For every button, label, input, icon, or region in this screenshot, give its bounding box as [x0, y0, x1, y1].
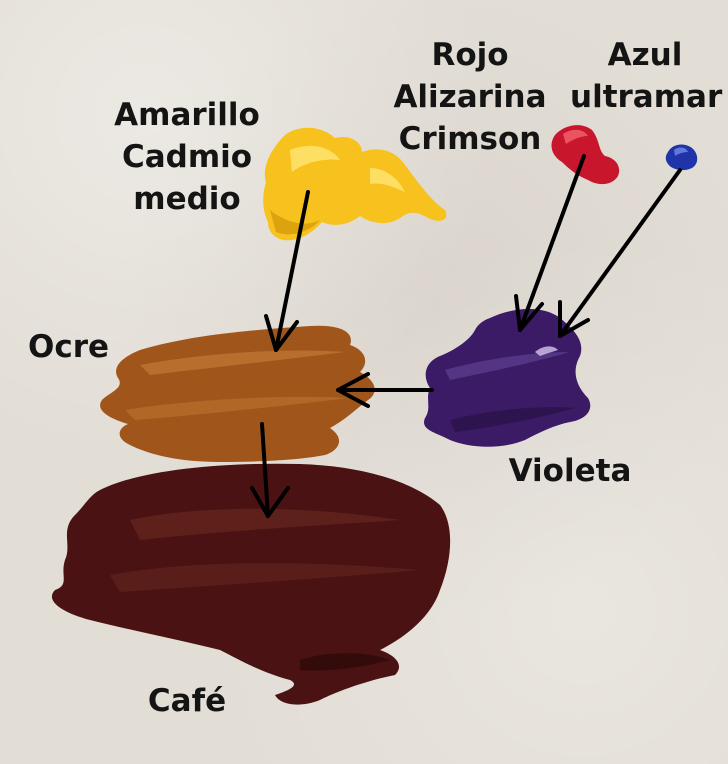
label-cafe-line1: Café [147, 683, 227, 719]
label-ocre: Ocre [28, 326, 118, 368]
arrow-ocre-to-cafe [250, 422, 290, 518]
label-azul-line2: ultramar [570, 79, 723, 115]
arrows [250, 154, 682, 518]
arrow-amarillo-to-ocre [264, 190, 310, 352]
label-violeta: Violeta [505, 450, 635, 492]
label-rojo-line3: Crimson [398, 121, 542, 157]
arrow-rojo-to-violeta [514, 154, 586, 332]
amarillo-swatch [263, 127, 447, 241]
label-rojo-line2: Alizarina [393, 79, 547, 115]
ocre-blob [100, 325, 375, 462]
ocre-swatch [100, 325, 375, 462]
label-cafe: Café [142, 680, 232, 722]
arrow-azul-to-violeta [558, 168, 682, 338]
label-amarillo: Amarillo Cadmio medio [112, 94, 262, 220]
azul-swatch [665, 144, 698, 171]
cafe-blob [51, 463, 451, 705]
azul-blob [665, 144, 698, 171]
arrow-violeta-to-ocre [336, 372, 434, 408]
cafe-swatch [51, 463, 451, 705]
label-amarillo-line2: Cadmio [121, 139, 253, 175]
label-amarillo-line1: Amarillo [114, 97, 260, 133]
violeta-swatch [424, 309, 591, 447]
label-violeta-line1: Violeta [508, 453, 632, 489]
label-azul: Azul ultramar [570, 34, 723, 118]
label-amarillo-line3: medio [133, 181, 241, 217]
label-ocre-line1: Ocre [28, 329, 110, 365]
label-rojo: Rojo Alizarina Crimson [390, 34, 550, 160]
label-azul-line1: Azul [607, 37, 683, 73]
label-rojo-line1: Rojo [431, 37, 509, 73]
